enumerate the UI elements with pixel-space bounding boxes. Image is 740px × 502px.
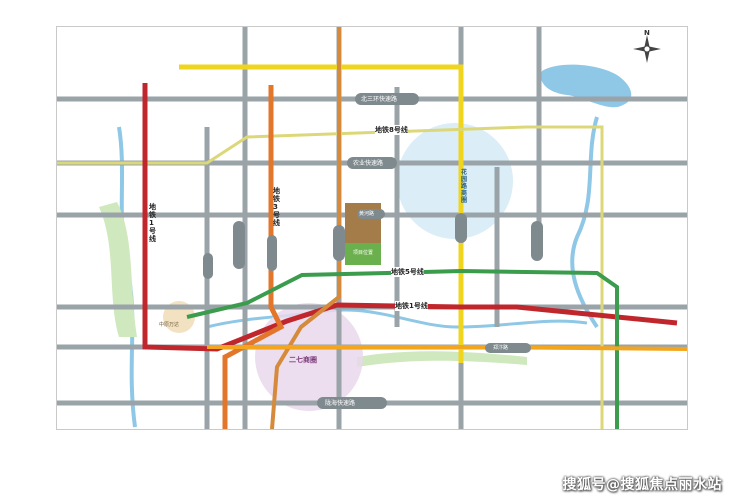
map-frame: 北三环快速路 农业快速路 黄河路 郑汴路 陇海快速路 地铁1号线 地铁1号线 地… — [56, 26, 688, 430]
metro-label-line1-east: 地铁1号线 — [395, 301, 428, 311]
metro-line2 — [179, 64, 464, 363]
road-label-nongye: 农业快速路 — [353, 160, 384, 167]
road-label-zhengbian: 郑汴路 — [493, 345, 509, 351]
green-belt-south — [357, 351, 527, 367]
metro-label-line3: 地铁3号线 — [273, 187, 280, 227]
river-east — [570, 116, 599, 329]
road-label-north-third-ring: 北三环快速路 — [361, 96, 398, 103]
metro-zhengbian — [207, 345, 687, 351]
metro-label-line1: 地铁1号线 — [149, 203, 156, 243]
metro-label-line5: 地铁5号线 — [391, 267, 424, 277]
compass-north-label: N — [644, 29, 650, 37]
district-label-huayuan: 花园路商圈 — [461, 169, 468, 204]
metro-line8 — [270, 27, 341, 429]
metro-line3 — [222, 85, 285, 429]
huayuan-district-circle — [397, 123, 513, 239]
district-label-zhongyuan: 中原万达 — [159, 322, 180, 328]
project-block-bottom — [345, 243, 381, 265]
district-label-erqi: 二七商圈 — [289, 356, 317, 364]
metro-label-line8: 地铁8号线 — [375, 125, 408, 135]
project-label: 项目位置 — [353, 250, 374, 256]
metro-line5 — [186, 268, 619, 429]
road-label-longhai: 陇海快速路 — [325, 400, 356, 407]
green-belt-west — [99, 202, 137, 337]
compass-icon — [633, 35, 661, 63]
road-label-huanghe: 黄河路 — [359, 211, 375, 217]
road-label-pills — [203, 93, 543, 409]
city-map — [57, 27, 687, 429]
erqi-district-circle — [255, 303, 363, 411]
metro-line1 — [142, 83, 678, 352]
watermark: 搜狐号@搜狐焦点丽水站 — [562, 477, 722, 493]
